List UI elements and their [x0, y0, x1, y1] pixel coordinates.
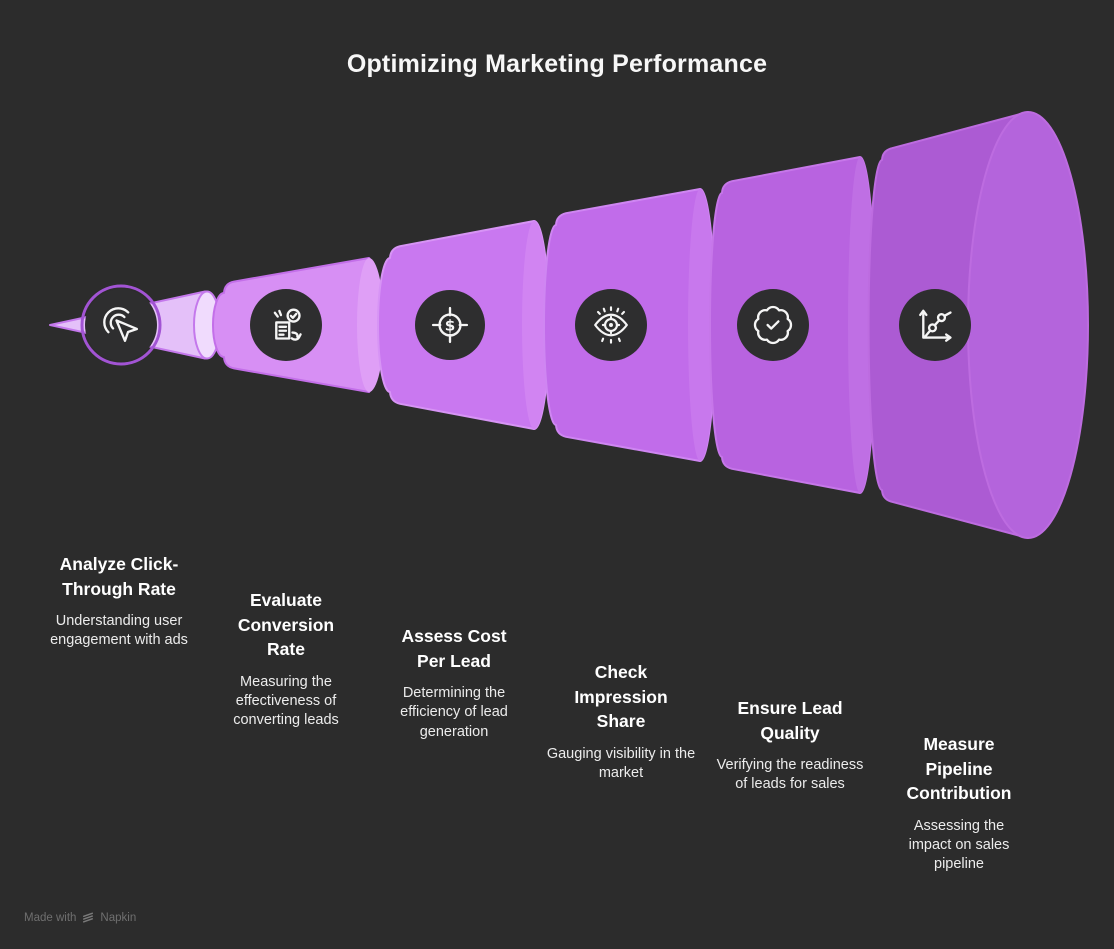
dollar-glyph: $ [445, 316, 456, 334]
icon-circle-3 [415, 290, 485, 360]
segment-4-cap [688, 189, 715, 461]
stage-block-6: Measure Pipeline Contribution Assessing … [859, 732, 1059, 874]
badge-check-icon [753, 305, 793, 345]
stage-description-4: Gauging visibility in the market [546, 745, 696, 781]
stage-description-5: Verifying the readiness of leads for sal… [716, 757, 864, 793]
stage-description-2: Measuring the effectiveness of convertin… [233, 673, 339, 729]
made-with-napkin[interactable]: Made with Napkin [24, 912, 136, 924]
stage-description-6: Assessing the impact on sales pipeline [908, 817, 1010, 873]
stage-block-5: Ensure Lead Quality Verifying the readin… [690, 696, 890, 795]
segment-6-cap [967, 111, 1089, 539]
stage-block-2: Evaluate Conversion Rate Measuring the e… [186, 588, 386, 730]
cursor-click-icon [103, 307, 139, 343]
icon-ring-1 [80, 284, 162, 366]
document-check-icon [273, 308, 302, 341]
stage-block-3: Assess Cost Per Lead Determining the eff… [354, 624, 554, 742]
growth-chart-icon [919, 309, 952, 342]
dollar-target-icon: $ [431, 306, 469, 344]
stage-description-3: Determining the efficiency of lead gener… [400, 685, 508, 740]
stage-block-4: Check Impression Share Gauging visibilit… [521, 660, 721, 783]
stage-title-5: Ensure Lead Quality [737, 698, 843, 743]
napkin-logo-icon [83, 912, 94, 923]
stage-description-1: Understanding user engagement with ads [50, 613, 188, 649]
napkin-brand-label: Napkin [100, 912, 137, 924]
stage-title-1: Analyze Click-Through Rate [59, 554, 179, 599]
stage-block-1: Analyze Click-Through Rate Understanding… [19, 552, 219, 651]
page-title: Optimizing Marketing Performance [346, 50, 768, 78]
segment-5-cap [848, 157, 875, 493]
stage-title-2: Evaluate Conversion Rate [237, 590, 335, 659]
made-with-label: Made with [24, 912, 77, 924]
segment-3-cap [522, 221, 549, 429]
stage-title-3: Assess Cost Per Lead [401, 626, 507, 671]
stage-title-4: Check Impression Share [574, 662, 668, 731]
eye-target-icon [594, 306, 628, 344]
icon-circle-5 [737, 289, 809, 361]
icon-circle-2 [250, 289, 322, 361]
segment-2-cap [357, 258, 384, 392]
stage-title-6: Measure Pipeline Contribution [906, 734, 1012, 803]
